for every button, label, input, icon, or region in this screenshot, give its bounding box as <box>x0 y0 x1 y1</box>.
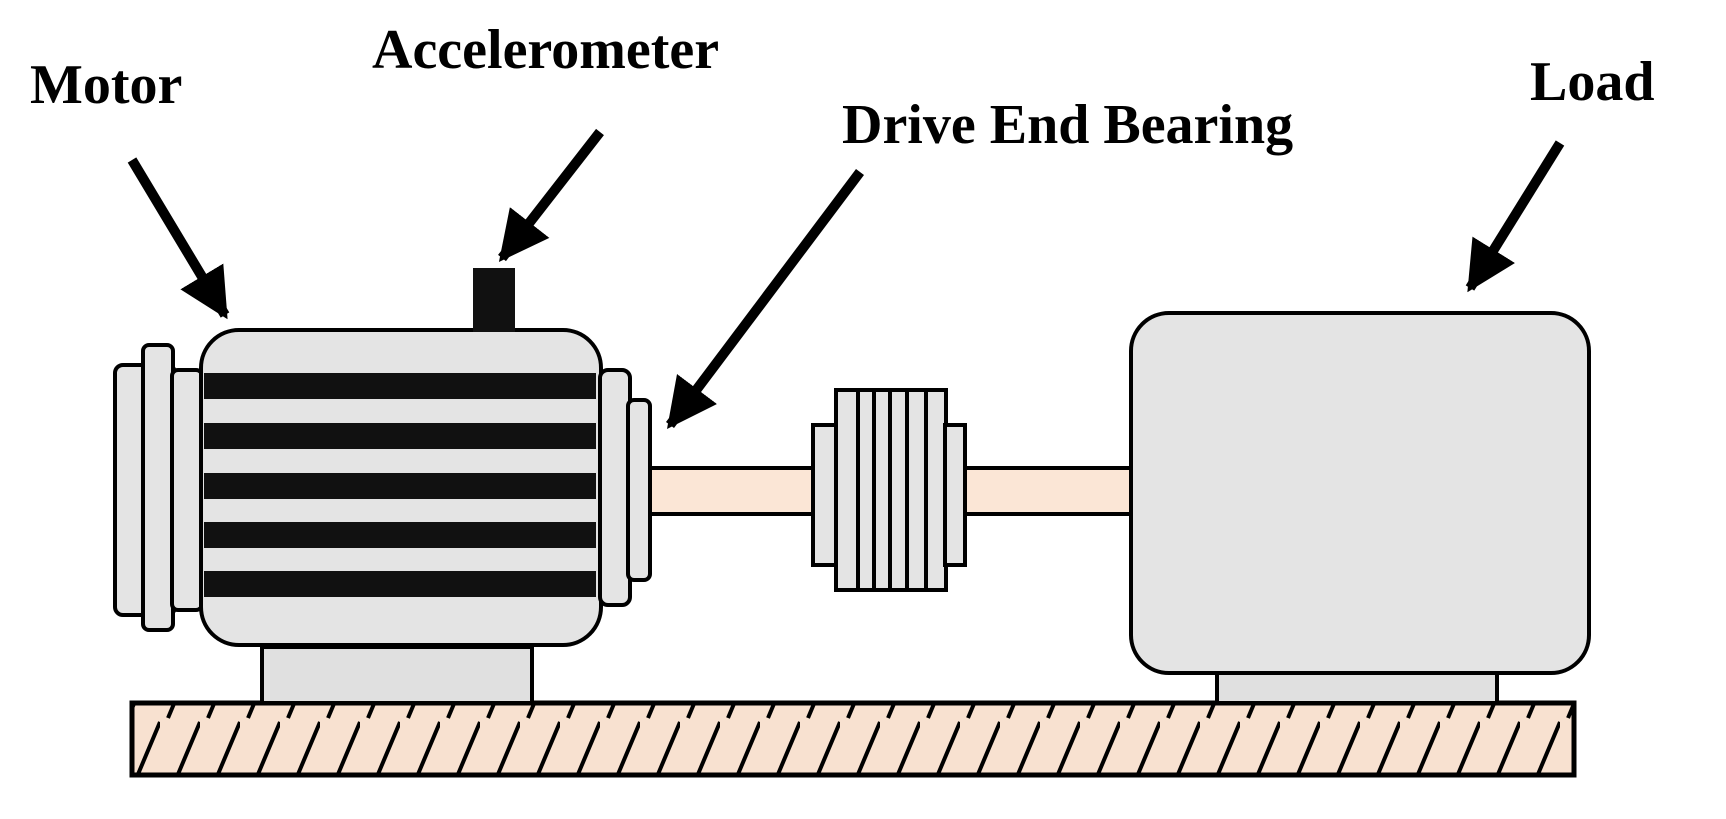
load-label: Load <box>1530 51 1655 113</box>
load-arrow <box>1465 140 1565 293</box>
motor-housing <box>199 328 603 647</box>
motor-rear-end-cap <box>113 343 204 632</box>
coupling <box>811 388 967 592</box>
motor-label: Motor <box>30 54 182 116</box>
accelerometer-label: Accelerometer <box>372 19 719 81</box>
base-plate <box>129 700 1577 778</box>
motor-foot <box>260 645 534 705</box>
load-unit <box>1129 311 1591 675</box>
accelerometer-sensor <box>473 268 515 332</box>
pointer-arrows <box>127 128 1565 429</box>
motor-arrow <box>127 157 230 320</box>
drive-end-bearing-arrow <box>666 168 864 429</box>
drive-end-bearing-label: Drive End Bearing <box>842 94 1293 156</box>
motor-front-end-cap <box>598 368 652 607</box>
shaft <box>648 466 1135 516</box>
accelerometer-arrow <box>498 128 604 262</box>
load-foot <box>1215 671 1499 705</box>
